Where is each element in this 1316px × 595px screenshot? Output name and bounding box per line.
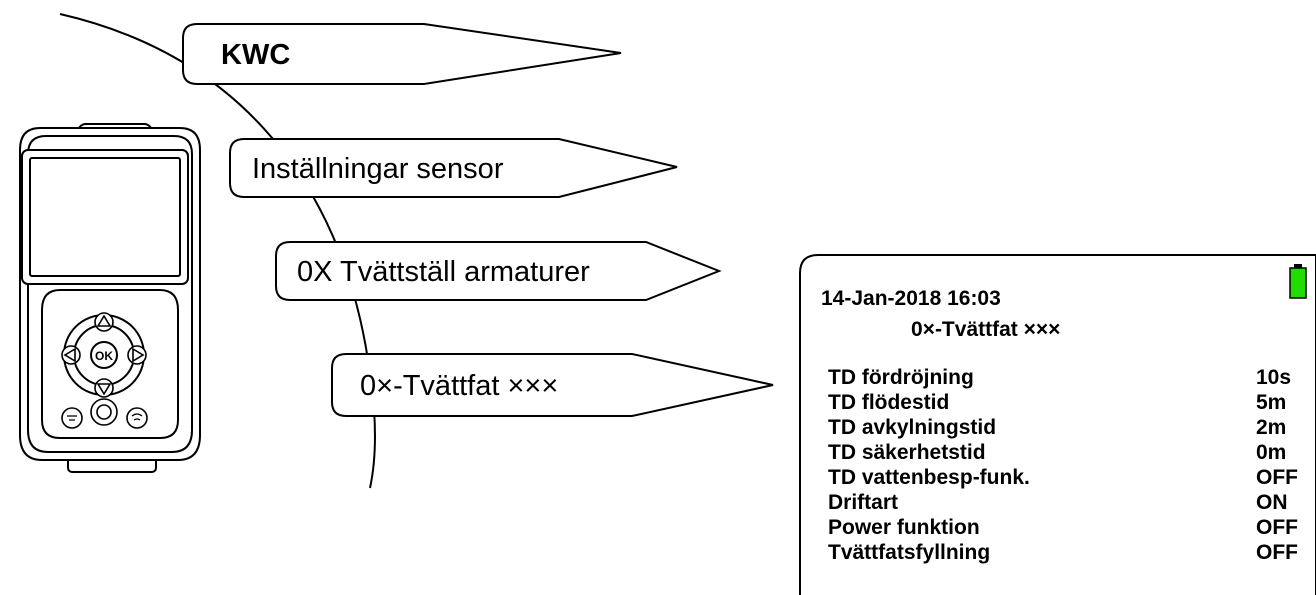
setting-label: TD vattenbesp-funk. [828, 466, 1030, 490]
setting-label: TD flödestid [828, 391, 949, 415]
power-button-inner [97, 405, 111, 419]
device-screen [30, 158, 180, 276]
menu-level4-label: 0×-Tvättfat ××× [360, 369, 558, 403]
menu-level2-label: Inställningar sensor [252, 152, 503, 186]
setting-label: TD fördröjning [828, 366, 974, 390]
setting-label: Tvättfatsfyllning [828, 541, 990, 565]
setting-label: Driftart [828, 491, 898, 515]
setting-value: OFF [1256, 541, 1298, 565]
ok-button-label: OK [95, 349, 113, 363]
setting-value: 0m [1256, 441, 1286, 465]
setting-label: TD säkerhetstid [828, 441, 986, 465]
left-soft-button [62, 408, 82, 428]
right-soft-button [127, 408, 147, 428]
setting-value: 5m [1256, 391, 1286, 415]
display-datetime: 14-Jan-2018 16:03 [821, 287, 1001, 311]
setting-value: OFF [1256, 516, 1298, 540]
menu-level1-label: KWC [221, 38, 290, 72]
setting-value: 2m [1256, 416, 1286, 440]
setting-value: 10s [1256, 366, 1291, 390]
battery-body [1290, 268, 1306, 298]
setting-value: ON [1256, 491, 1288, 515]
battery-icon [1290, 264, 1306, 298]
menu-level3-label: 0X Tvättställ armaturer [297, 255, 590, 289]
setting-value: OFF [1256, 466, 1298, 490]
setting-label: Power funktion [828, 516, 980, 540]
setting-label: TD avkylningstid [828, 416, 996, 440]
display-title: 0×-Tvättfat ××× [911, 318, 1060, 342]
